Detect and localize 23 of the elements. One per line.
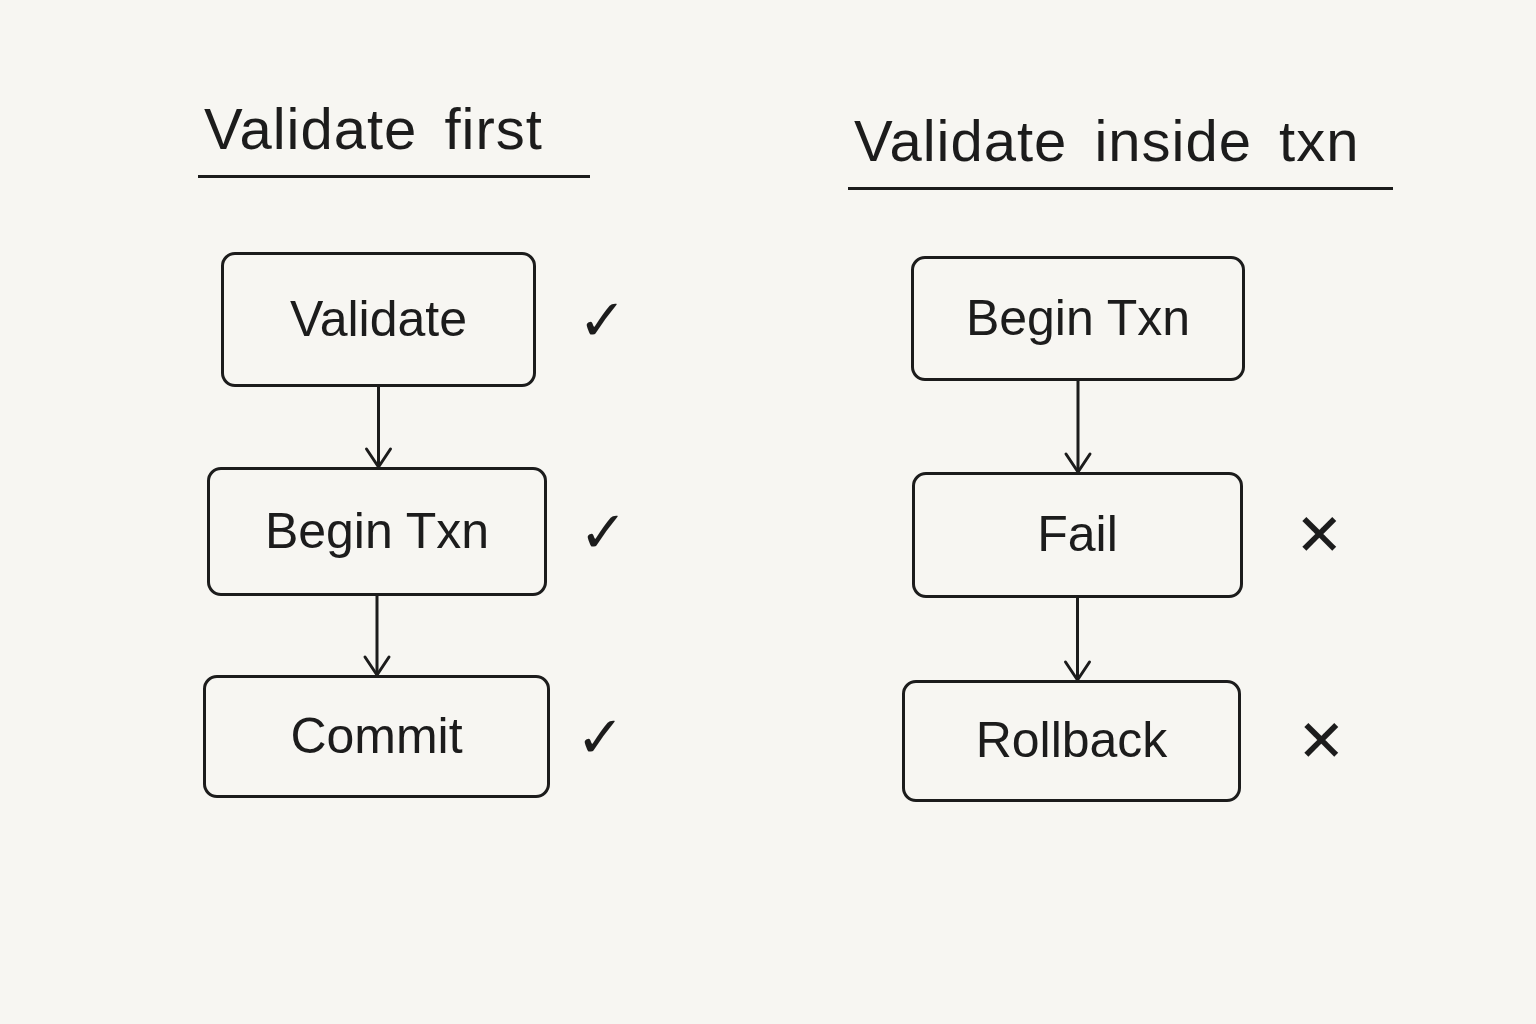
process-box bbox=[207, 467, 547, 596]
step-label: Begin Txn bbox=[965, 289, 1191, 348]
column-heading: Validate first bbox=[198, 96, 590, 178]
arrow bbox=[1064, 596, 1091, 682]
arrow bbox=[365, 385, 392, 469]
status-mark: ✕ bbox=[1295, 506, 1344, 564]
step-label: Begin Txn bbox=[264, 502, 490, 561]
process-box bbox=[203, 675, 550, 798]
status-mark: ✓ bbox=[579, 502, 628, 561]
status-mark: ✕ bbox=[1297, 712, 1346, 770]
step-label: Rollback bbox=[975, 712, 1168, 770]
process-box bbox=[902, 680, 1241, 802]
status-mark: ✓ bbox=[578, 290, 627, 349]
status-mark: ✓ bbox=[576, 707, 625, 766]
arrow bbox=[1064, 379, 1092, 474]
process-box bbox=[912, 472, 1243, 598]
process-box bbox=[911, 256, 1245, 381]
step-label: Commit bbox=[290, 707, 463, 766]
column-heading: Validate inside txn bbox=[848, 108, 1393, 190]
step-label: Fail bbox=[1037, 506, 1118, 564]
step-label: Validate bbox=[290, 290, 467, 349]
arrow bbox=[363, 594, 391, 677]
process-box bbox=[221, 252, 536, 387]
